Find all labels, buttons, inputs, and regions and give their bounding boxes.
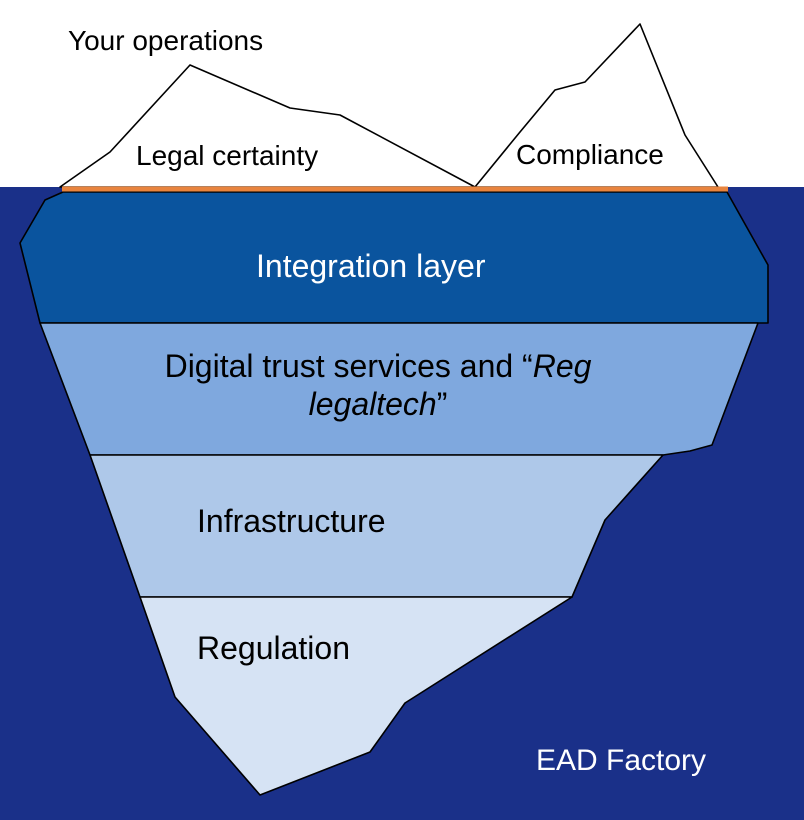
legaltech-italic-text: legaltech: [308, 386, 437, 422]
iceberg-tip-right-peak: [474, 23, 719, 188]
legal-certainty-label: Legal certainty: [136, 140, 319, 171]
reg-italic-text: Reg: [532, 348, 592, 384]
your-operations-label: Your operations: [68, 25, 264, 56]
closing-quote: ”: [436, 386, 448, 422]
infrastructure-layer-band: [89, 454, 664, 598]
regulation-layer-band: [139, 596, 573, 796]
trust-services-text: Digital trust services and “: [164, 348, 533, 384]
brand-label: EAD Factory: [536, 744, 707, 777]
compliance-label: Compliance: [516, 139, 664, 170]
infrastructure-label: Infrastructure: [197, 503, 386, 539]
regulation-label: Regulation: [197, 630, 350, 666]
integration-layer-label: Integration layer: [256, 248, 486, 284]
trust-services-label: Digital trust services and “Reg legaltech…: [98, 347, 658, 423]
